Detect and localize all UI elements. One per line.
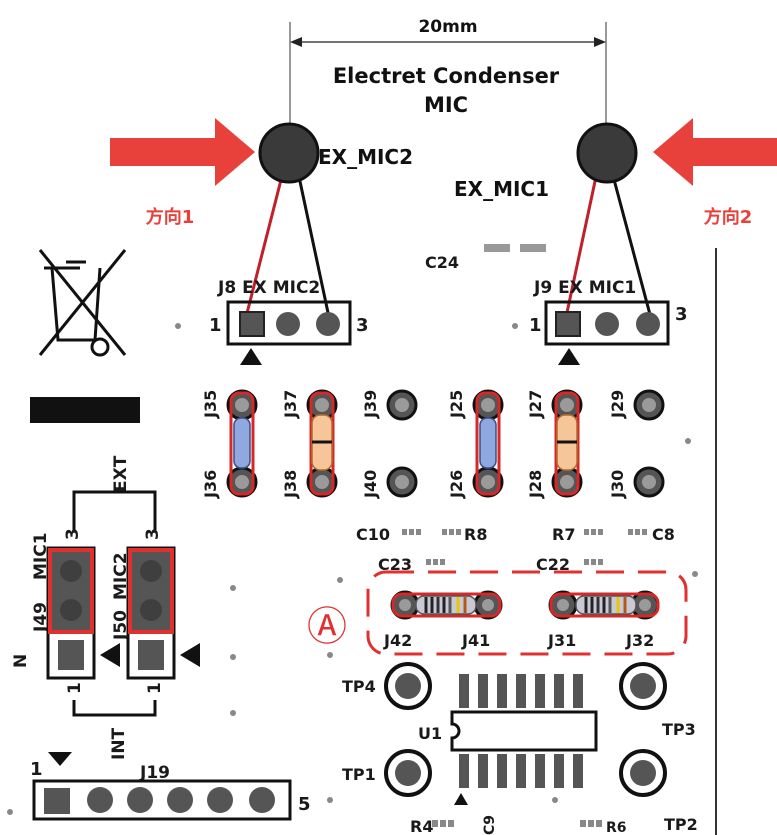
j50-label: J50 bbox=[111, 610, 131, 641]
j9-pin1: 1 bbox=[529, 315, 542, 336]
direction-label-right: 方向2 bbox=[704, 206, 753, 228]
j8-connector bbox=[226, 300, 352, 346]
test-points bbox=[384, 662, 667, 797]
r8-label: R8 bbox=[464, 525, 487, 544]
direction-label-left: 方向1 bbox=[146, 206, 195, 228]
resistor-j25-j26 bbox=[475, 391, 501, 496]
mic-title-line2: MIC bbox=[424, 93, 468, 117]
jumper-label-j29: J29 bbox=[608, 390, 627, 419]
j42-label: J42 bbox=[383, 631, 412, 650]
mic-title-line1: Electret Condenser bbox=[333, 64, 560, 88]
jumper-label-j38: J38 bbox=[281, 470, 300, 499]
j9-label: J9 EX MIC1 bbox=[533, 278, 636, 298]
c10-label: C10 bbox=[356, 525, 390, 544]
j19-pin5: 5 bbox=[298, 794, 311, 815]
mic-label-right: EX_MIC1 bbox=[454, 177, 549, 201]
r4-label: R4 bbox=[410, 817, 433, 835]
r6-label: R6 bbox=[606, 820, 627, 835]
j50-header bbox=[126, 546, 176, 680]
j50-pin1: 1 bbox=[145, 682, 165, 694]
j31-label: J31 bbox=[547, 631, 576, 650]
mic2-label: MIC2 bbox=[111, 552, 131, 600]
j19-header bbox=[32, 779, 292, 821]
j8-label: J8 EX MIC2 bbox=[217, 278, 320, 298]
j9-pin3: 3 bbox=[675, 304, 688, 325]
n-label: N bbox=[11, 654, 31, 668]
tp3-label: TP3 bbox=[662, 720, 696, 739]
j49-pin1: 1 bbox=[65, 682, 85, 694]
j50-pin3: 3 bbox=[143, 528, 163, 540]
direction-arrow-right bbox=[653, 118, 777, 186]
tp4-label: TP4 bbox=[342, 677, 376, 696]
ext-label: EXT bbox=[111, 455, 131, 492]
tp1-label: TP1 bbox=[342, 765, 376, 784]
resistor-j42-j41 bbox=[391, 592, 502, 618]
mic-capsule-right bbox=[576, 122, 638, 184]
tp2-label: TP2 bbox=[664, 815, 698, 834]
mic-capsule-left bbox=[258, 122, 320, 184]
direction-arrow-left bbox=[110, 118, 255, 186]
int-label: INT bbox=[109, 727, 129, 760]
c9-label: C9 bbox=[482, 815, 498, 835]
j9-connector bbox=[544, 300, 670, 346]
marker-a: Ⓐ bbox=[307, 604, 347, 650]
dimension-label: 20mm bbox=[418, 17, 477, 37]
j49-pin3: 3 bbox=[63, 528, 83, 540]
j8-pin3: 3 bbox=[356, 315, 369, 336]
j49-header bbox=[46, 546, 96, 680]
jumper-label-j35: J35 bbox=[201, 390, 220, 419]
dimension-line: 20mm bbox=[289, 17, 607, 145]
resistor-j27-j28 bbox=[554, 391, 580, 496]
j19-pin1: 1 bbox=[30, 759, 43, 780]
jumper-label-j37: J37 bbox=[281, 390, 300, 419]
jumper-label-j40: J40 bbox=[361, 470, 380, 499]
jumper-label-j26: J26 bbox=[447, 470, 466, 499]
highlight-region-a bbox=[366, 570, 688, 656]
vias bbox=[7, 323, 698, 815]
j8-pin1: 1 bbox=[209, 315, 222, 336]
j41-label: J41 bbox=[461, 631, 490, 650]
mic1-label: MIC1 bbox=[31, 532, 51, 580]
resistor-j31-j32 bbox=[549, 592, 660, 618]
jumper-label-j28: J28 bbox=[526, 470, 545, 499]
weee-bar bbox=[30, 397, 140, 423]
c22-label: C22 bbox=[536, 555, 570, 574]
jumper-label-j27: J27 bbox=[526, 390, 545, 419]
jumper-label-j39: J39 bbox=[361, 390, 380, 419]
j19-label: J19 bbox=[139, 763, 170, 783]
r7-label: R7 bbox=[552, 525, 575, 544]
u1-ic bbox=[450, 674, 598, 788]
jumper-label-j25: J25 bbox=[447, 390, 466, 419]
c8-label: C8 bbox=[652, 525, 675, 544]
c23-label: C23 bbox=[378, 555, 412, 574]
u1-label: U1 bbox=[418, 724, 442, 743]
resistor-j35-j36 bbox=[229, 391, 255, 496]
j32-label: J32 bbox=[625, 631, 654, 650]
jumper-label-j36: J36 bbox=[201, 470, 220, 499]
resistor-j37-j38 bbox=[309, 391, 335, 496]
c24-label: C24 bbox=[425, 253, 459, 272]
jumper-label-j30: J30 bbox=[608, 470, 627, 499]
weee-bin-icon bbox=[38, 249, 127, 357]
mic-label-left: EX_MIC2 bbox=[318, 145, 413, 169]
j49-label: J49 bbox=[31, 602, 51, 633]
